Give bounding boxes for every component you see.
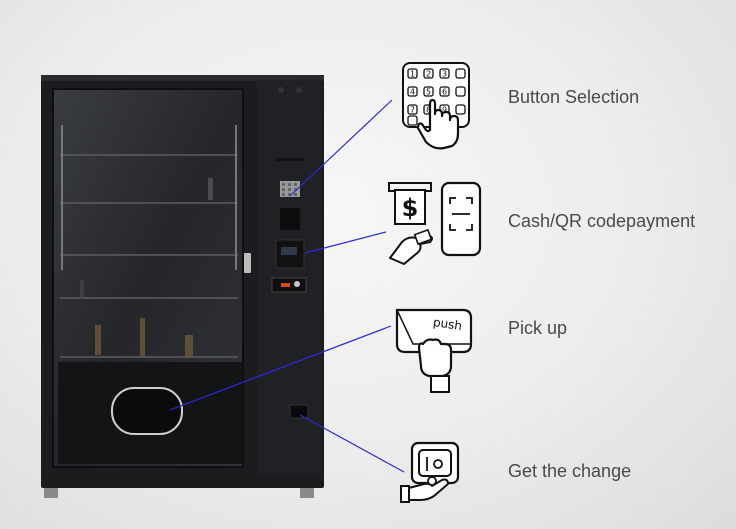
keypad-key-label: 2 <box>426 70 431 79</box>
keypad-key-label: 1 <box>410 70 415 79</box>
keypad-key-label: 8 <box>426 106 431 115</box>
dollar-sign: $ <box>402 194 419 222</box>
feature-label-pick-up: Pick up <box>508 318 568 338</box>
keypad-key <box>423 86 434 97</box>
keypad-key-label: 4 <box>410 88 415 97</box>
keypad-key-label: 6 <box>442 88 447 97</box>
change-return <box>289 404 309 419</box>
keypad-key-label: 5 <box>426 88 431 97</box>
push-label: push <box>432 315 463 333</box>
keypad-key <box>407 68 418 79</box>
keypad-key <box>423 68 434 79</box>
keypad-key <box>439 86 450 97</box>
feature-label-change: Get the change <box>508 461 632 481</box>
bill-acceptor <box>280 208 300 230</box>
keypad-key <box>407 104 418 115</box>
shelves <box>60 154 238 358</box>
cash-and-phone-qr-icon: $ <box>388 181 482 265</box>
coin-return-icon <box>400 441 460 503</box>
keypad-press-icon: 1 2 3 4 5 6 7 8 9 <box>402 62 470 150</box>
pickup-flap <box>111 387 183 435</box>
keypad-key <box>407 86 418 97</box>
feature-label-payment: Cash/QR codepayment <box>508 211 696 231</box>
keypad-key-label: 7 <box>410 106 415 115</box>
keypad-key-label: 3 <box>442 70 447 79</box>
callout-lines <box>169 99 405 473</box>
door-lock <box>244 253 251 273</box>
keypad-key-label: 9 <box>442 106 447 115</box>
product-spirals <box>80 178 213 357</box>
feature-label-button-selection: Button Selection <box>508 87 640 107</box>
keypad-key <box>439 68 450 79</box>
push-flap-icon: push <box>395 308 473 393</box>
